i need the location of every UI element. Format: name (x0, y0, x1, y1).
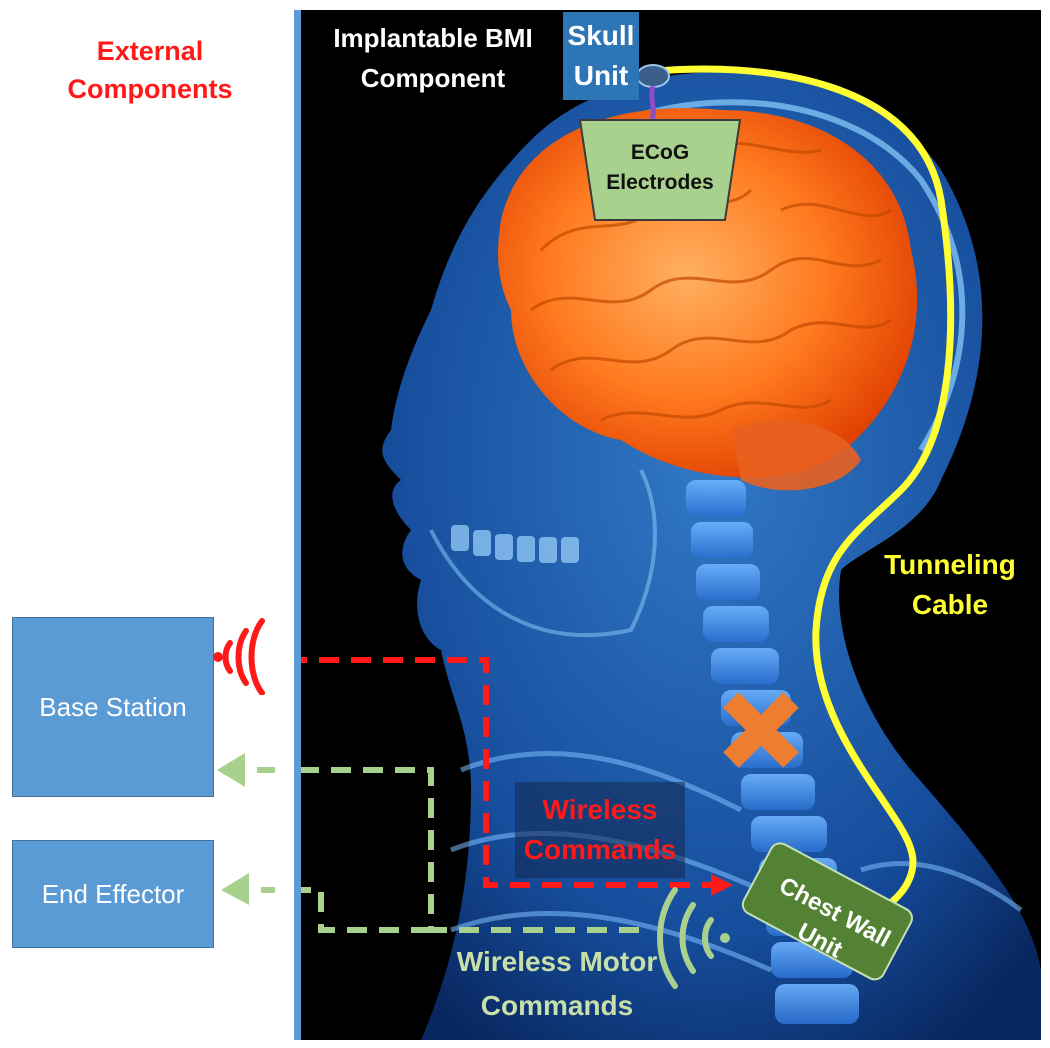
cerebellum (731, 420, 861, 491)
ecog-line2: Electrodes (606, 171, 714, 194)
spinal-injury-mark (723, 692, 799, 768)
end-effector-label: End Effector (41, 878, 185, 909)
panel-divider (294, 10, 301, 1040)
base-station-box: Base Station (12, 617, 214, 797)
skull-unit-line1: Skull (567, 20, 635, 51)
wireless-motor-commands-label: Wireless Motor Commands (412, 940, 702, 1028)
external-title-line2: Components (67, 74, 233, 104)
tunneling-line1: Tunneling (884, 549, 1016, 580)
wireless-commands-line1: Wireless (542, 794, 658, 825)
skull-unit-lead (648, 85, 656, 124)
motor-commands-path (301, 767, 639, 933)
skull-unit-label: Skull Unit (563, 12, 639, 100)
wireless-motor-line2: Commands (480, 990, 634, 1021)
wireless-commands-path (301, 657, 711, 888)
end-effector-box: End Effector (12, 840, 214, 948)
base-station-label: Base Station (39, 691, 187, 722)
tunneling-cable-label: Tunneling Cable (860, 545, 1040, 625)
implant-title-line2: Component (360, 63, 506, 93)
ecog-electrodes-label: ECoG Electrodes (585, 138, 735, 198)
motor-commands-arrows (217, 753, 275, 905)
chest-wall-unit (741, 842, 913, 981)
jaw-outline (429, 469, 657, 638)
teeth (451, 525, 579, 563)
external-components-title: External Components (20, 32, 280, 108)
skull-unit-device (636, 64, 670, 88)
tunneling-line2: Cable (911, 589, 989, 620)
wireless-commands-label: Wireless Commands (515, 782, 685, 878)
motor-commands-path-2 (301, 887, 431, 933)
wireless-commands-line2: Commands (523, 834, 677, 865)
ecog-line1: ECoG (630, 141, 690, 164)
skull-unit-line2: Unit (573, 60, 629, 91)
ecog-electrodes-shape (578, 119, 742, 221)
chest-wireless-icon (657, 887, 714, 989)
external-title-line1: External (96, 36, 204, 66)
base-station-wireless-icon (213, 618, 265, 695)
wireless-commands-arrowhead (711, 874, 733, 896)
implant-title-line1: Implantable BMI (333, 23, 533, 53)
tunneling-cable (645, 65, 955, 919)
implant-title: Implantable BMI Component (308, 18, 558, 98)
wireless-motor-line1: Wireless Motor (456, 946, 658, 977)
